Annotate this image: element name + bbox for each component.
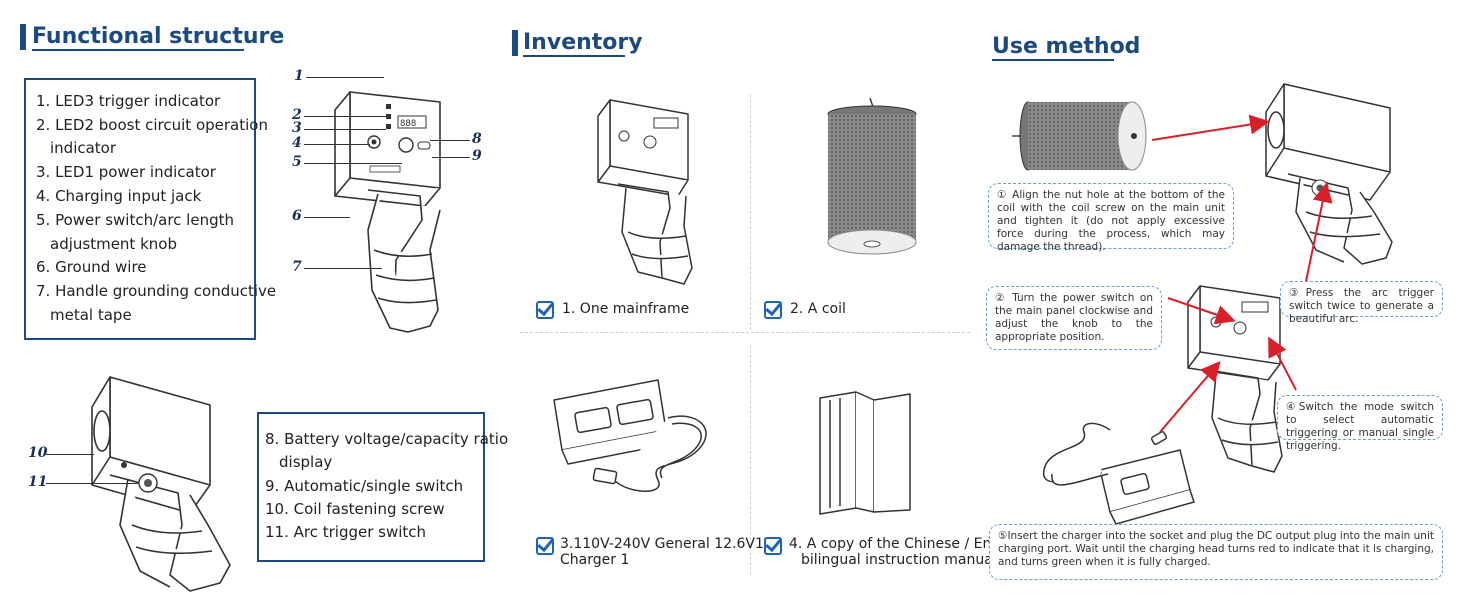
inventory-vdivider bbox=[750, 95, 751, 330]
leader-line bbox=[304, 144, 370, 145]
title-underline bbox=[32, 49, 244, 51]
main-unit-rear-illustration bbox=[1265, 83, 1393, 265]
title-underline bbox=[992, 59, 1114, 61]
inventory-item-3: 3.110V-240V General 12.6V1A bbox=[560, 536, 774, 552]
callout-10: 10 bbox=[28, 445, 48, 461]
callout-11: 11 bbox=[28, 474, 48, 490]
section-marker bbox=[512, 30, 518, 56]
charger-illustration bbox=[553, 379, 707, 492]
inventory-item-2: 2. A coil bbox=[790, 301, 846, 317]
leader-line bbox=[46, 454, 94, 455]
callout-5: 5 bbox=[292, 154, 302, 170]
callout-4: 4 bbox=[292, 135, 302, 151]
leader-line bbox=[432, 157, 470, 158]
device-front-illustration: 888 bbox=[334, 91, 441, 333]
inventory-check bbox=[536, 537, 554, 555]
leader-line bbox=[304, 217, 350, 218]
list-item: 10. Coil fastening screw bbox=[265, 500, 445, 518]
use-method-title: Use method bbox=[992, 34, 1141, 59]
device-rear-illustration bbox=[91, 376, 231, 592]
list-item: 8. Battery voltage/capacity ratio bbox=[265, 430, 509, 448]
charger-plug-illustration bbox=[1043, 422, 1195, 525]
step-1-note: ① Align the nut hole at the bottom of th… bbox=[988, 183, 1234, 253]
mainframe-illustration bbox=[597, 99, 693, 285]
leader-line bbox=[430, 140, 470, 141]
leader-line bbox=[304, 129, 386, 130]
inventory-check bbox=[536, 301, 554, 319]
callout-8: 8 bbox=[472, 131, 482, 147]
list-item: 1. LED3 trigger indicator bbox=[36, 92, 221, 110]
callout-9: 9 bbox=[472, 148, 482, 164]
list-item: metal tape bbox=[50, 306, 132, 324]
leader-line bbox=[306, 77, 384, 78]
step-5-note: ⑤Insert the charger into the socket and … bbox=[989, 524, 1443, 580]
list-item: 2. LED2 boost circuit operation bbox=[36, 116, 268, 134]
title-underline bbox=[523, 55, 625, 57]
list-item: 11. Arc trigger switch bbox=[265, 523, 427, 541]
leader-line bbox=[46, 483, 138, 484]
list-item: 9. Automatic/single switch bbox=[265, 477, 464, 495]
callout-6: 6 bbox=[292, 208, 302, 224]
inventory-title: Inventory bbox=[523, 30, 643, 55]
inventory-item-4: 4. A copy of the Chinese / Englis bbox=[789, 536, 1016, 552]
coil-horizontal-illustration bbox=[1012, 101, 1147, 171]
callout-1: 1 bbox=[294, 68, 304, 84]
list-item: 7. Handle grounding conductive bbox=[36, 282, 277, 300]
leader-line bbox=[304, 268, 382, 269]
inventory-check bbox=[764, 301, 782, 319]
parts-list-a: 1. LED3 trigger indicator 2. LED2 boost … bbox=[24, 78, 276, 340]
step-2-note: ② Turn the power switch on the main pane… bbox=[986, 286, 1162, 350]
leader-line bbox=[304, 116, 386, 117]
list-item: 3. LED1 power indicator bbox=[36, 163, 216, 181]
section-marker bbox=[20, 24, 26, 50]
inventory-hdivider bbox=[520, 332, 970, 333]
step-4-note: ④Switch the mode switch to select automa… bbox=[1277, 395, 1443, 452]
coil-illustration bbox=[827, 97, 917, 255]
callout-7: 7 bbox=[292, 259, 302, 275]
parts-list-b: 8. Battery voltage/capacity ratio displa… bbox=[257, 412, 508, 562]
list-item: adjustment knob bbox=[50, 235, 177, 253]
step-3-note: ③Press the arc trigger switch twice to g… bbox=[1280, 281, 1443, 325]
functional-structure-title: Functional structure bbox=[32, 24, 285, 49]
list-item: display bbox=[279, 453, 333, 471]
manual-illustration bbox=[819, 391, 911, 515]
leader-line bbox=[304, 163, 402, 164]
inventory-check bbox=[764, 537, 782, 555]
list-item: 4. Charging input jack bbox=[36, 187, 202, 205]
list-item: 5. Power switch/arc length bbox=[36, 211, 234, 229]
svg-text:888: 888 bbox=[400, 119, 416, 129]
callout-2: 2 bbox=[292, 107, 302, 123]
list-item: 6. Ground wire bbox=[36, 258, 147, 276]
inventory-item-4-line2: bilingual instruction manual bbox=[801, 552, 997, 568]
callout-3: 3 bbox=[292, 120, 302, 136]
inventory-item-3-line2: Charger 1 bbox=[560, 552, 630, 568]
inventory-item-1: 1. One mainframe bbox=[562, 301, 690, 317]
inventory-vdivider bbox=[750, 345, 751, 575]
list-item: indicator bbox=[50, 139, 117, 157]
